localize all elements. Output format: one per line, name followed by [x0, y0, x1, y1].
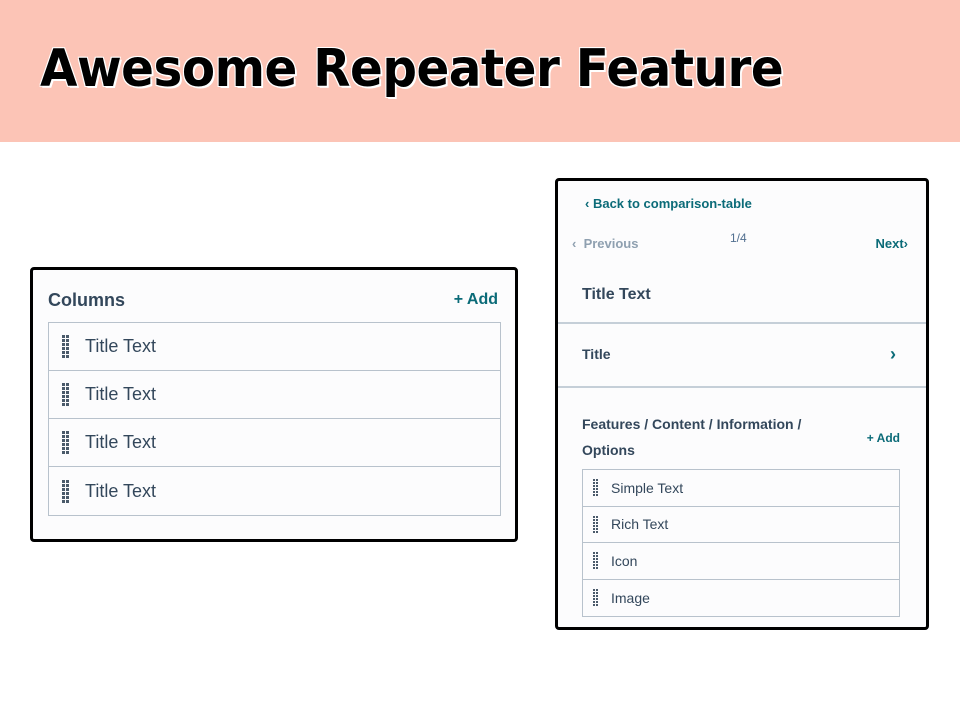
divider	[558, 322, 926, 324]
drag-handle-icon[interactable]	[62, 383, 69, 406]
chevron-right-icon: ›	[903, 236, 908, 251]
back-link-label: Back to comparison-table	[592, 196, 752, 211]
feature-item-label: Image	[611, 589, 650, 606]
divider	[558, 386, 926, 388]
drag-handle-icon[interactable]	[593, 515, 598, 533]
column-item-label: Title Text	[85, 336, 157, 356]
column-item[interactable]: Title Text	[49, 419, 500, 467]
item-title: Title Text	[582, 286, 651, 303]
feature-item[interactable]: Rich Text	[583, 506, 899, 543]
feature-item[interactable]: Simple Text	[583, 470, 899, 507]
previous-button[interactable]: ‹ Previous	[572, 236, 638, 251]
feature-item-label: Icon	[611, 552, 638, 569]
title-field-label: Title	[582, 346, 611, 362]
column-item[interactable]: Title Text	[49, 323, 500, 371]
columns-header: Columns + Add	[48, 288, 498, 312]
column-item[interactable]: Title Text	[49, 371, 500, 419]
back-link[interactable]: ‹ Back to comparison-table	[585, 196, 752, 211]
drag-handle-icon[interactable]	[62, 431, 69, 454]
page-indicator: 1/4	[730, 231, 747, 245]
columns-list: Title Text Title Text Title Text Title T…	[48, 322, 501, 516]
feature-item-label: Rich Text	[611, 516, 669, 533]
add-feature-button[interactable]: + Add	[866, 431, 900, 445]
columns-panel: Columns + Add Title Text Title Text Titl…	[30, 267, 518, 542]
column-item[interactable]: Title Text	[49, 467, 500, 515]
pager: ‹ Previous 1/4 Next›	[572, 231, 908, 255]
next-label: Next	[875, 236, 904, 251]
feature-item[interactable]: Image	[583, 579, 899, 616]
chevron-right-icon: ›	[890, 343, 896, 364]
feature-item[interactable]: Icon	[583, 543, 899, 580]
page-title: Awesome Repeater Feature	[40, 39, 784, 99]
add-column-button[interactable]: + Add	[453, 291, 498, 308]
columns-title: Columns	[48, 289, 126, 310]
title-field-row[interactable]: Title ›	[582, 341, 896, 367]
features-list: Simple Text Rich Text Icon Image	[582, 469, 900, 617]
previous-label: Previous	[583, 236, 639, 251]
drag-handle-icon[interactable]	[62, 479, 69, 503]
drag-handle-icon[interactable]	[593, 552, 598, 570]
drag-handle-icon[interactable]	[593, 479, 598, 497]
header-banner: Awesome Repeater Feature	[0, 0, 960, 142]
chevron-left-icon: ‹	[585, 196, 593, 211]
column-item-label: Title Text	[85, 384, 157, 404]
detail-panel: ‹ Back to comparison-table ‹ Previous 1/…	[555, 178, 929, 630]
feature-item-label: Simple Text	[611, 479, 684, 496]
drag-handle-icon[interactable]	[62, 335, 69, 358]
column-item-label: Title Text	[85, 480, 157, 501]
next-button[interactable]: Next›	[875, 236, 908, 251]
features-title: Features / Content / Information / Optio…	[582, 416, 802, 458]
chevron-left-icon: ‹	[572, 236, 584, 251]
drag-handle-icon[interactable]	[593, 589, 598, 607]
column-item-label: Title Text	[85, 432, 157, 452]
